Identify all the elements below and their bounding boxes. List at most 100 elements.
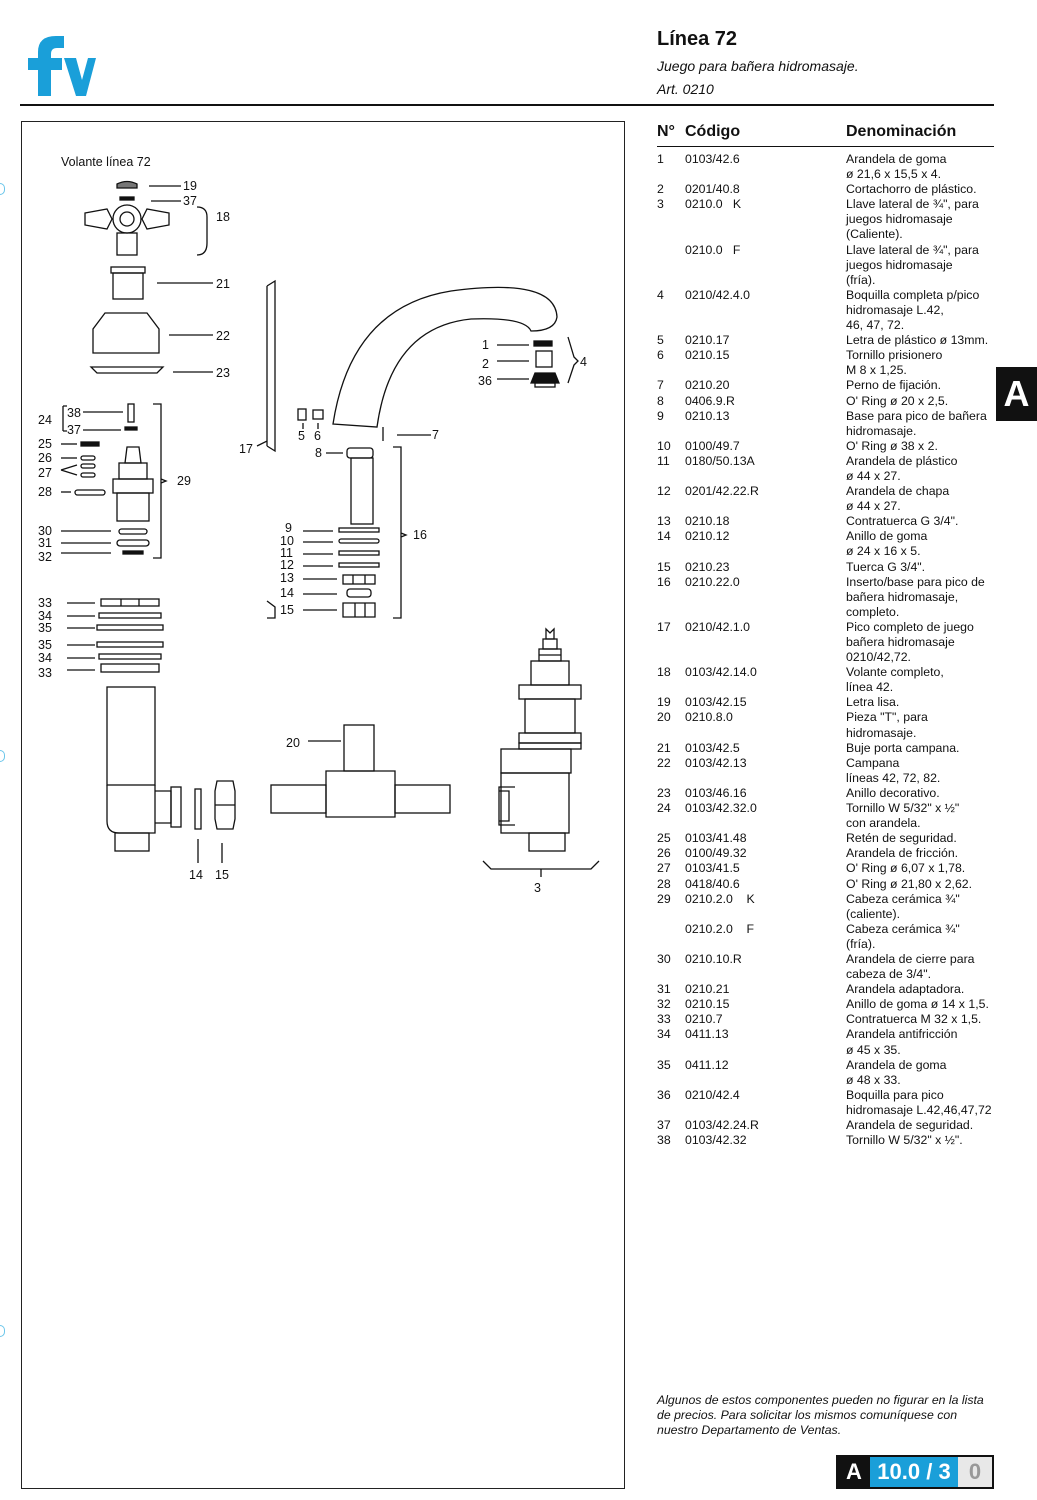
part-number: 29 (657, 891, 671, 906)
part-number: 14 (657, 529, 671, 544)
exploded-parts-diagram: Volante línea 72 (38, 155, 600, 895)
part-description: O' Ring ø 6,07 x 1,78. (846, 861, 1002, 876)
description-line: O' Ring ø 20 x 2,5. (846, 393, 949, 408)
part-number: 9 (657, 408, 664, 423)
svg-text:14: 14 (280, 586, 294, 600)
description-line: (caliente). (846, 906, 900, 921)
svg-text:26: 26 (38, 451, 52, 465)
part-number: 7 (657, 378, 664, 393)
fv-logo (28, 36, 96, 96)
part-number: 13 (657, 514, 671, 529)
part-number (657, 243, 685, 288)
part-description: Arandela de fricción. (846, 846, 1002, 861)
description-line: Perno de fijación. (846, 378, 942, 393)
svg-text:37: 37 (67, 423, 81, 437)
part-description: Contratuerca G 3/4". (846, 514, 1002, 529)
description-line: ø 44 x 27. (846, 468, 901, 483)
svg-text:20: 20 (286, 736, 300, 750)
part-number: 18 (657, 665, 671, 680)
description-line: hidromasaje. (846, 423, 917, 438)
description-line: Inserto/base para pico de (846, 574, 985, 589)
part-code: 0210.20 (685, 378, 730, 393)
description-line: Llave lateral de ¾", para (846, 242, 979, 257)
part-description: Perno de fijación. (846, 378, 1002, 393)
part-description: Tuerca G 3/4". (846, 560, 1002, 575)
svg-text:19: 19 (183, 179, 197, 193)
part-number: 1 (657, 152, 664, 166)
description-line: (Caliente). (846, 227, 903, 242)
svg-text:12: 12 (280, 558, 294, 572)
part-code: 0201/42.22.R (685, 484, 759, 499)
description-line: ø 48 x 33. (846, 1072, 901, 1087)
part-number: 26 (657, 846, 671, 861)
svg-text:23: 23 (216, 366, 230, 380)
description-line: ø 44 x 27. (846, 499, 901, 514)
svg-text:3: 3 (534, 881, 541, 895)
page-title: Línea 72 (657, 28, 738, 50)
description-line: Cabeza cerámica ¾" (846, 891, 960, 906)
svg-text:11: 11 (280, 546, 293, 560)
svg-text:30: 30 (38, 524, 52, 538)
description-line: Llave lateral de ¾", para (846, 197, 979, 212)
svg-text:36: 36 (478, 374, 492, 388)
description-line: Arandela antifricción (846, 1027, 958, 1042)
part-description: Letra lisa. (846, 695, 1002, 710)
part-number: 33 (657, 1012, 671, 1027)
description-line: Arandela de goma (846, 1057, 947, 1072)
description-line: Pico completo de juego (846, 619, 974, 634)
col-header-code: Código (685, 123, 741, 140)
part-code: 0411.13 (685, 1027, 729, 1042)
part-code: 0210.23 (685, 559, 730, 574)
description-line: hidromasaje. (846, 725, 917, 740)
svg-text:13: 13 (280, 571, 294, 585)
part-number: 35 (657, 1057, 671, 1072)
part-number: 27 (657, 861, 671, 876)
description-line: hidromasaje L.42, (846, 302, 944, 317)
part-description: Letra de plástico ø 13mm. (846, 333, 1002, 348)
description-line: juegos hidromasaje (846, 212, 953, 227)
part-code: 0100/49.7 (685, 438, 740, 453)
part-description: O' Ring ø 38 x 2. (846, 439, 1002, 454)
part-number (657, 922, 685, 952)
description-line: Arandela adaptadora. (846, 982, 965, 997)
part-code: 0210.0 K (685, 197, 742, 212)
part-code: 0103/42.15 (685, 695, 747, 710)
part-description: Anillo de goma ø 14 x 1,5. (846, 997, 1002, 1012)
description-line: Anillo de goma ø 14 x 1,5. (846, 997, 989, 1012)
part-number: 25 (657, 831, 671, 846)
part-number: 31 (657, 982, 671, 997)
description-line: Letra lisa. (846, 695, 900, 710)
description-line: Boquilla para pico (846, 1087, 944, 1102)
part-description: Retén de seguridad. (846, 831, 1002, 846)
description-line: O' Ring ø 21,80 x 2,62. (846, 876, 973, 891)
description-line: Campana (846, 755, 900, 770)
part-number: 36 (657, 1087, 671, 1102)
description-line: línea 42. (846, 680, 894, 695)
svg-text:25: 25 (38, 437, 52, 451)
description-line: Cabeza cerámica ¾" (846, 921, 960, 936)
header-rule (20, 104, 994, 106)
part-code: 0210.13 (685, 408, 730, 423)
part-code: 0210/42.4 (685, 1087, 740, 1102)
part-description: Arandela de seguridad. (846, 1118, 1002, 1133)
svg-text:6: 6 (314, 429, 321, 443)
